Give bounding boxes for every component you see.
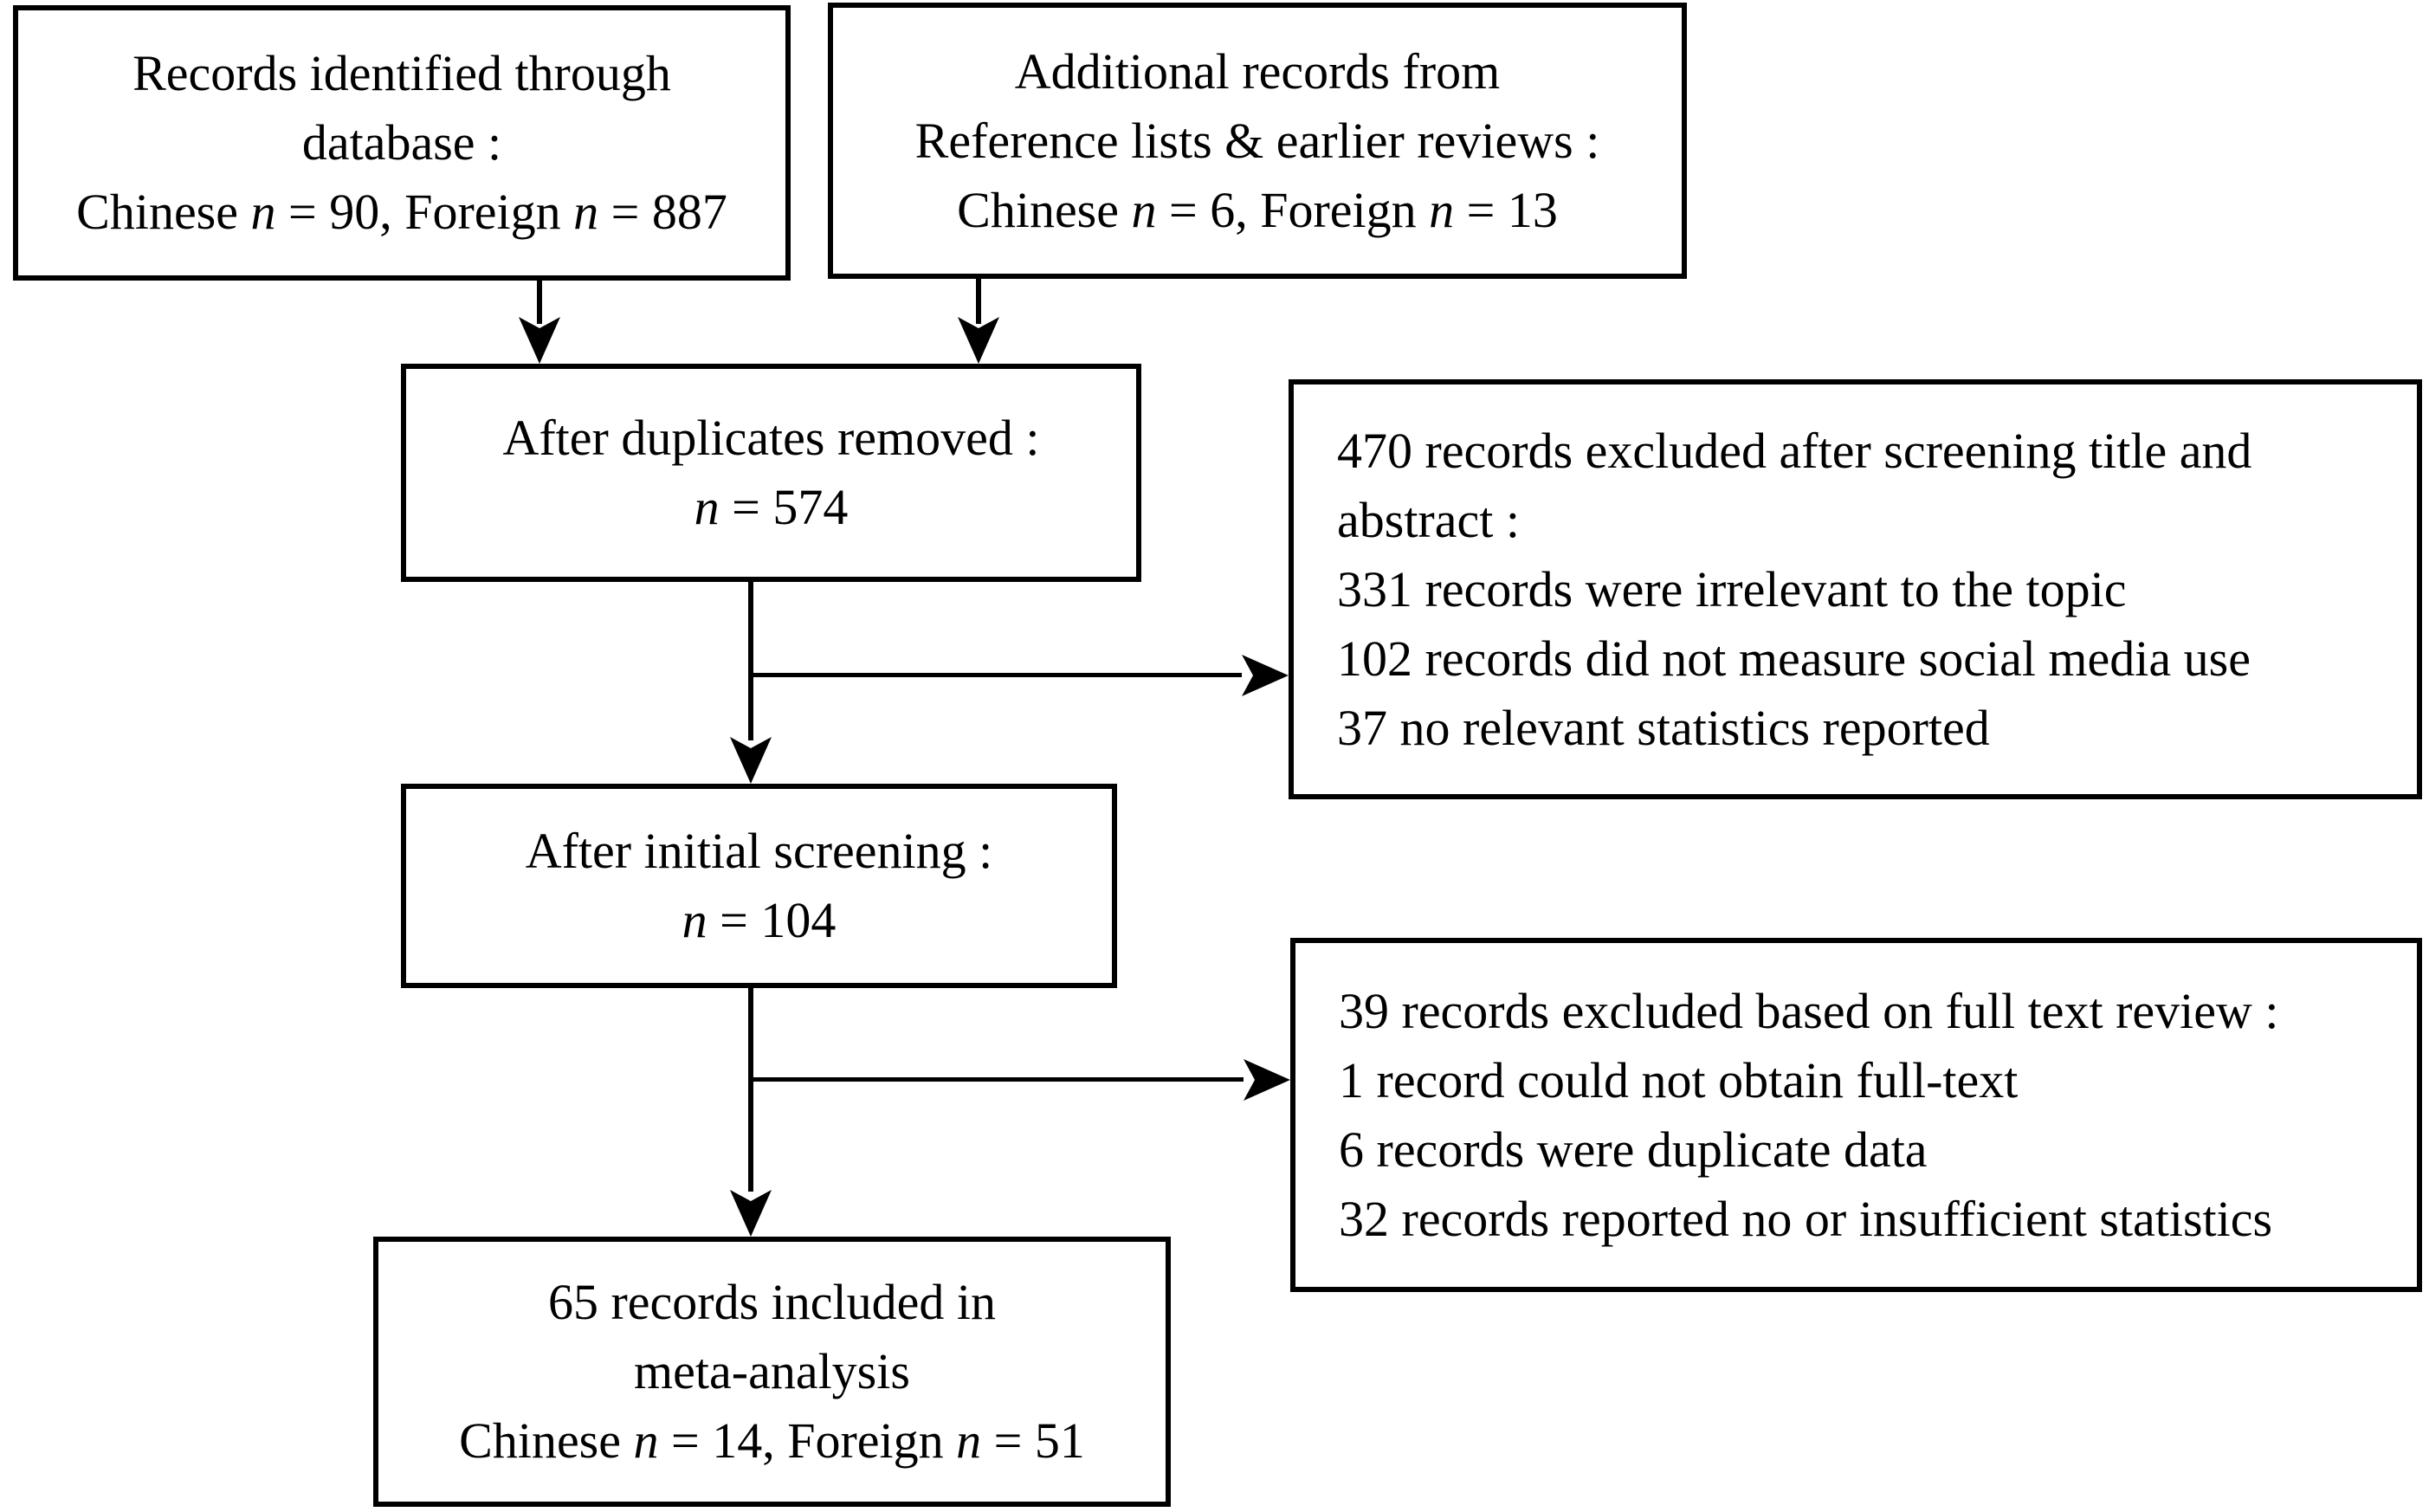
arrowhead-right-icon	[1242, 655, 1289, 696]
n-variable: n	[573, 184, 599, 240]
initial-screening-line1: After initial screening :	[525, 823, 993, 879]
arrowhead-down-icon	[519, 317, 560, 364]
records-identified-line1: Records identified through	[132, 45, 671, 101]
arrow-shaft	[748, 582, 753, 740]
box-included-meta-analysis: 65 records included in meta-analysis Chi…	[373, 1237, 1171, 1507]
arrowhead-down-icon	[730, 1190, 772, 1237]
text-segment: Chinese	[76, 184, 251, 240]
text-segment: = 90, Foreign	[275, 184, 574, 240]
excluded-fulltext-line3: 6 records were duplicate data	[1339, 1121, 1928, 1178]
excluded-screening-line4: 102 records did not measure social media…	[1337, 630, 2251, 687]
after-duplicates-line2: n = 574	[694, 473, 849, 542]
text-segment: = 51	[981, 1412, 1085, 1469]
n-variable: n	[1131, 181, 1157, 238]
n-variable: n	[956, 1412, 982, 1469]
box-excluded-title-abstract: 470 records excluded after screening tit…	[1289, 379, 2422, 799]
text-segment: Chinese	[459, 1412, 634, 1469]
arrowhead-down-icon	[958, 317, 999, 364]
excluded-fulltext-line1: 39 records excluded based on full text r…	[1339, 982, 2279, 1039]
n-variable: n	[682, 892, 707, 948]
box-excluded-fulltext: 39 records excluded based on full text r…	[1290, 938, 2422, 1292]
included-line1: 65 records included in	[547, 1274, 996, 1330]
arrow-shaft	[976, 279, 981, 324]
n-variable: n	[250, 184, 276, 240]
additional-records-line1: Additional records from	[1014, 42, 1501, 100]
box-records-identified: Records identified through database : Ch…	[13, 5, 791, 281]
excluded-screening-line1: 470 records excluded after screening tit…	[1337, 422, 2252, 479]
text-segment: = 104	[707, 892, 837, 948]
arrow-shaft	[751, 1077, 1244, 1082]
arrow-shaft	[748, 988, 753, 1192]
text-segment: = 574	[719, 479, 849, 535]
text-segment: = 6, Foreign	[1156, 181, 1430, 238]
n-variable: n	[633, 1412, 659, 1469]
arrow-shaft	[537, 281, 542, 324]
text-segment: = 13	[1454, 181, 1558, 238]
box-additional-records: Additional records from Reference lists …	[828, 3, 1687, 279]
excluded-fulltext-line2: 1 record could not obtain full-text	[1339, 1051, 2019, 1108]
excluded-screening-line5: 37 no relevant statistics reported	[1337, 699, 1990, 756]
text-segment: = 14, Foreign	[658, 1412, 957, 1469]
included-line2: meta-analysis	[634, 1343, 910, 1399]
initial-screening-line2: n = 104	[682, 886, 837, 955]
arrow-shaft	[751, 673, 1242, 677]
text-segment: = 887	[598, 184, 727, 240]
box-after-duplicates-removed: After duplicates removed : n = 574	[401, 364, 1141, 582]
additional-records-line2: Reference lists & earlier reviews :	[914, 112, 1600, 169]
arrowhead-right-icon	[1244, 1059, 1290, 1101]
box-after-initial-screening: After initial screening : n = 104	[401, 784, 1117, 988]
excluded-fulltext-line4: 32 records reported no or insufficient s…	[1339, 1190, 2273, 1247]
n-variable: n	[694, 479, 720, 535]
additional-records-line3: Chinese n = 6, Foreign n = 13	[957, 176, 1558, 245]
n-variable: n	[1429, 181, 1455, 238]
arrowhead-down-icon	[730, 737, 772, 784]
records-identified-line3: Chinese n = 90, Foreign n = 887	[76, 178, 727, 247]
excluded-screening-line2: abstract :	[1337, 491, 1520, 548]
after-duplicates-line1: After duplicates removed :	[502, 410, 1040, 466]
records-identified-line2: database :	[301, 114, 502, 171]
included-line3: Chinese n = 14, Foreign n = 51	[459, 1406, 1085, 1476]
text-segment: Chinese	[957, 181, 1132, 238]
excluded-screening-line3: 331 records were irrelevant to the topic	[1337, 560, 2127, 617]
